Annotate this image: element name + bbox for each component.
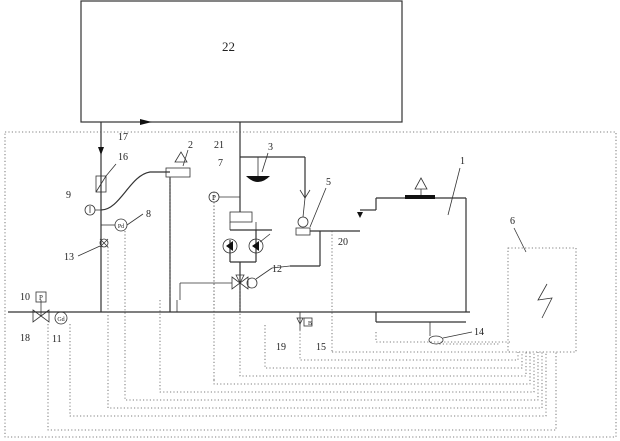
check-valve-16 <box>95 175 107 193</box>
label-2: 2 <box>188 140 193 151</box>
flow-meter-11 <box>54 311 68 325</box>
lightning-icon <box>537 283 553 319</box>
gauge-10 <box>35 291 47 303</box>
label-9: 9 <box>66 190 71 201</box>
svg-text:Gd: Gd <box>57 317 64 323</box>
label-18: 18 <box>20 333 30 344</box>
label-17: 17 <box>118 132 128 143</box>
label-15: 15 <box>316 342 326 353</box>
control-cabinet-6 <box>507 247 577 353</box>
down-arrow-icon <box>357 212 363 218</box>
label-22: 22 <box>222 39 235 54</box>
component-3 <box>246 176 270 182</box>
valve-15 <box>296 317 304 325</box>
expansion-device-2 <box>165 167 191 178</box>
valve-12 <box>231 276 241 290</box>
label-21: 21 <box>214 140 224 151</box>
unit-22-box <box>80 0 403 123</box>
meter-8-symbol: Pd <box>118 224 124 230</box>
valve-13 <box>99 238 109 248</box>
label-1: 1 <box>460 156 465 167</box>
flow-arrow-icon <box>140 119 152 125</box>
label-12: 12 <box>272 264 282 275</box>
pump-5 <box>297 216 309 228</box>
label-20: 20 <box>338 237 348 248</box>
label-8: 8 <box>146 209 151 220</box>
svg-text:B: B <box>308 321 312 327</box>
label-19: 19 <box>276 342 286 353</box>
valve-10 <box>32 309 42 323</box>
branch-pipe-2 <box>100 171 170 211</box>
label-13: 13 <box>64 252 74 263</box>
pump-4a <box>222 238 238 254</box>
system-boundary <box>4 131 617 438</box>
pump-housing <box>229 211 253 223</box>
label-7: 7 <box>218 158 223 169</box>
label-16: 16 <box>118 152 128 163</box>
label-11: 11 <box>52 334 62 345</box>
label-5: 5 <box>326 177 331 188</box>
pump-4b <box>248 238 264 254</box>
vent-icon-1 <box>414 177 428 190</box>
vent-icon-2 <box>174 151 188 163</box>
label-10: 10 <box>20 292 30 303</box>
label-3: 3 <box>268 142 273 153</box>
sensor-14 <box>428 335 444 345</box>
label-6: 6 <box>510 216 515 227</box>
down-arrow-icon <box>98 147 104 155</box>
svg-text:P: P <box>212 194 216 202</box>
svg-text:P: P <box>39 294 43 302</box>
label-14: 14 <box>474 327 484 338</box>
